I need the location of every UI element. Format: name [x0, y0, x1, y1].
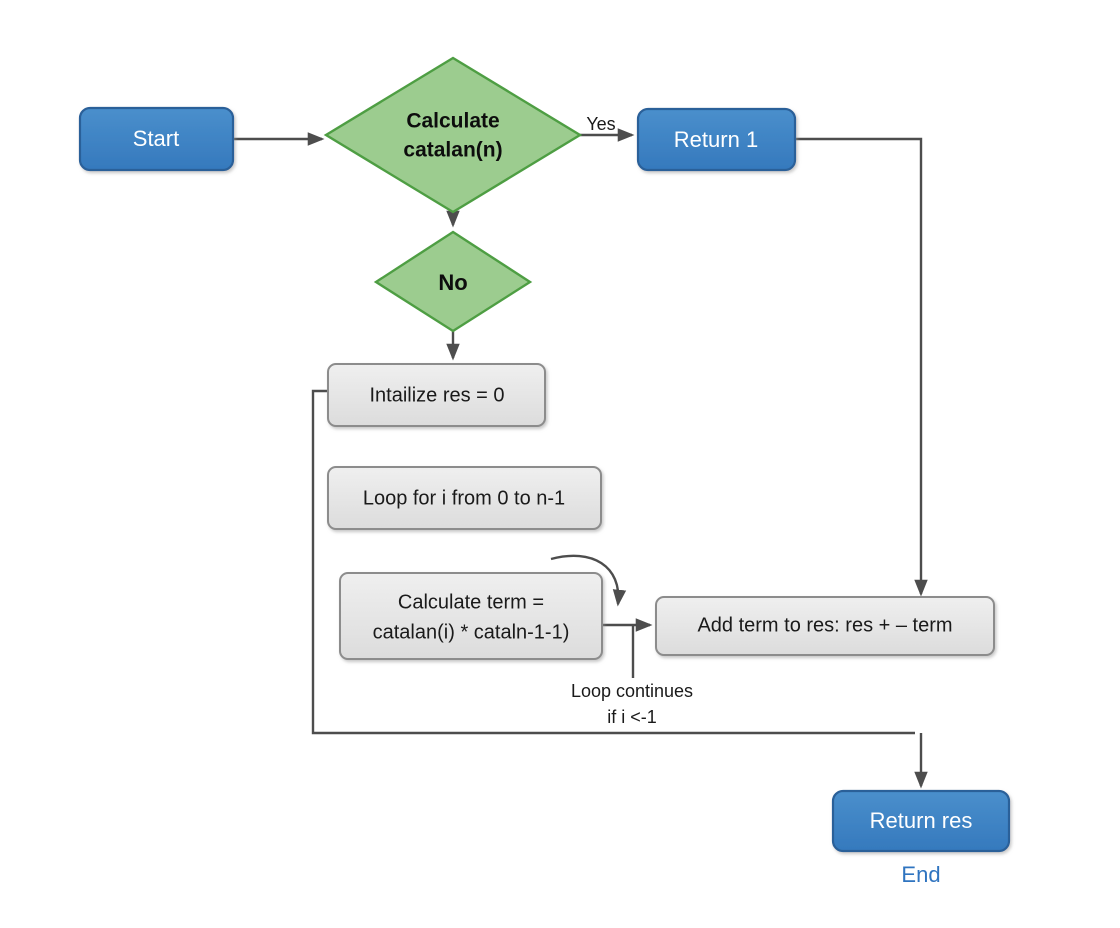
node-return1-label: Return 1 [674, 127, 758, 152]
node-init-shape [327, 363, 546, 427]
node-return-1[interactable]: Return 1 [636, 107, 797, 172]
node-start-shape [78, 106, 235, 172]
edge-label-yes: Yes [586, 114, 615, 134]
node-loop-shape [327, 466, 602, 530]
node-no-label: No [438, 270, 467, 295]
node-addterm-shape [655, 596, 995, 656]
node-decision-shape [323, 56, 583, 214]
node-init-label: Intailize res = 0 [369, 384, 504, 406]
edge-loop-back-rail [311, 389, 915, 735]
node-calcterm-label-line1: Calculate term = [398, 591, 544, 613]
edge-label-loop-continues-line2: if i <-1 [607, 707, 657, 727]
edge-label-loop-continues-line1: Loop continues [571, 681, 693, 701]
node-loop-range[interactable]: Loop for i from 0 to n-1 [327, 466, 602, 530]
node-calcterm-label-line2: catalan(i) * cataln-1-1) [373, 621, 570, 643]
edge-return1-to-addterm [795, 137, 928, 597]
node-returnres-shape [831, 789, 1011, 853]
node-returnres-label: Return res [870, 808, 973, 833]
node-start-label: Start [133, 126, 179, 151]
node-loop-label: Loop for i from 0 to n-1 [363, 487, 565, 509]
edge-calcterm-self-loop [550, 554, 627, 607]
node-initialize-res[interactable]: Intailize res = 0 [327, 363, 546, 427]
node-decision-calculate-catalan[interactable]: Calculate catalan(n) [323, 56, 583, 214]
node-add-term-to-res[interactable]: Add term to res: res + – term [655, 596, 995, 656]
node-calculate-term[interactable]: Calculate term = catalan(i) * cataln-1-1… [339, 572, 603, 660]
node-decision-no[interactable]: No [373, 230, 533, 333]
node-start[interactable]: Start [78, 106, 235, 172]
node-return-res[interactable]: Return res [831, 789, 1011, 853]
node-addterm-label: Add term to res: res + – term [697, 614, 952, 636]
node-return1-shape [636, 107, 797, 172]
end-label: End [901, 862, 940, 887]
node-calcterm-shape [339, 572, 603, 660]
node-decision-label-line1: Calculate [406, 110, 499, 133]
node-no-shape [373, 230, 533, 333]
node-decision-label-line2: catalan(n) [403, 139, 502, 162]
